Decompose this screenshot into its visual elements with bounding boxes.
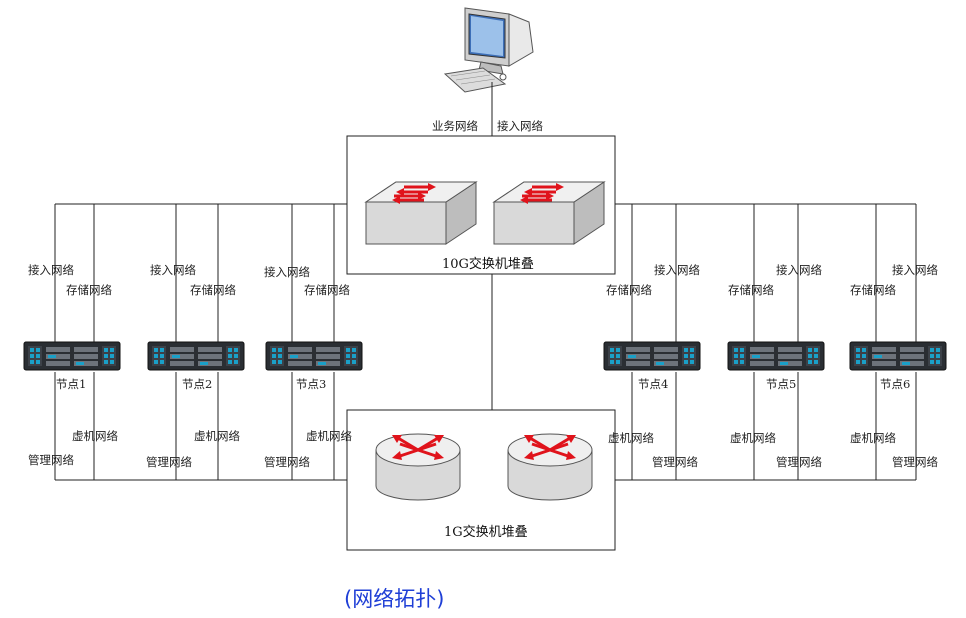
node-3: 节点3 接入网络 存储网络 虚机网络 管理网络 [264, 265, 363, 469]
node-label-mgmt: 管理网络 [146, 455, 192, 469]
node-label-storage: 存储网络 [728, 283, 774, 297]
node-label-storage: 存储网络 [606, 283, 652, 297]
switch-1g-stack: 1G交换机堆叠 [346, 409, 616, 551]
node-label-mgmt: 管理网络 [776, 455, 822, 469]
workstation-label-business: 业务网络 [432, 119, 478, 133]
node-label-storage: 存储网络 [190, 283, 236, 297]
workstation-label-access: 接入网络 [497, 119, 543, 133]
server-icon [849, 341, 947, 371]
node-label-mgmt: 管理网络 [264, 455, 310, 469]
node-label-mgmt: 管理网络 [28, 453, 74, 467]
router-icon [506, 432, 594, 502]
node-label-vm: 虚机网络 [72, 429, 118, 443]
switch-10g-title: 10G交换机堆叠 [442, 256, 534, 272]
server-icon [23, 341, 121, 371]
server-icon [265, 341, 363, 371]
server-icon [603, 341, 701, 371]
node-label-mgmt: 管理网络 [892, 455, 938, 469]
node-label-access: 接入网络 [150, 263, 196, 277]
node-label-access: 接入网络 [264, 265, 310, 279]
server-icon [727, 341, 825, 371]
node-name: 节点6 [880, 377, 910, 391]
node-6: 节点6 接入网络 存储网络 虚机网络 管理网络 [849, 263, 947, 469]
switch-icon [364, 180, 478, 246]
node-4: 节点4 接入网络 存储网络 虚机网络 管理网络 [603, 263, 701, 469]
node-1: 节点1 接入网络 存储网络 虚机网络 管理网络 [23, 263, 121, 467]
node-label-storage: 存储网络 [66, 283, 112, 297]
server-icon [147, 341, 245, 371]
switch-1g-title: 1G交换机堆叠 [444, 524, 528, 540]
node-label-vm: 虚机网络 [306, 429, 352, 443]
node-label-storage: 存储网络 [304, 283, 350, 297]
router-icon [374, 432, 462, 502]
node-2: 节点2 接入网络 存储网络 虚机网络 管理网络 [146, 263, 245, 469]
node-name: 节点3 [296, 377, 326, 391]
switch-10g-stack: 10G交换机堆叠 [346, 135, 616, 275]
node-label-mgmt: 管理网络 [652, 455, 698, 469]
diagram-caption: (网络拓扑) [344, 587, 444, 611]
node-5: 节点5 接入网络 存储网络 虚机网络 管理网络 [727, 263, 825, 469]
node-label-vm: 虚机网络 [730, 431, 776, 445]
node-label-vm: 虚机网络 [194, 429, 240, 443]
right-wiring [615, 203, 917, 481]
node-name: 节点5 [766, 377, 796, 391]
node-name: 节点2 [182, 377, 212, 391]
node-label-access: 接入网络 [28, 263, 74, 277]
computer-icon [443, 7, 534, 93]
left-wiring [54, 203, 347, 481]
node-label-access: 接入网络 [654, 263, 700, 277]
node-label-storage: 存储网络 [850, 283, 896, 297]
switch-icon [492, 180, 606, 246]
node-label-vm: 虚机网络 [608, 431, 654, 445]
node-label-access: 接入网络 [776, 263, 822, 277]
node-name: 节点1 [56, 377, 86, 391]
node-name: 节点4 [638, 377, 668, 391]
node-label-access: 接入网络 [892, 263, 938, 277]
node-label-vm: 虚机网络 [850, 431, 896, 445]
